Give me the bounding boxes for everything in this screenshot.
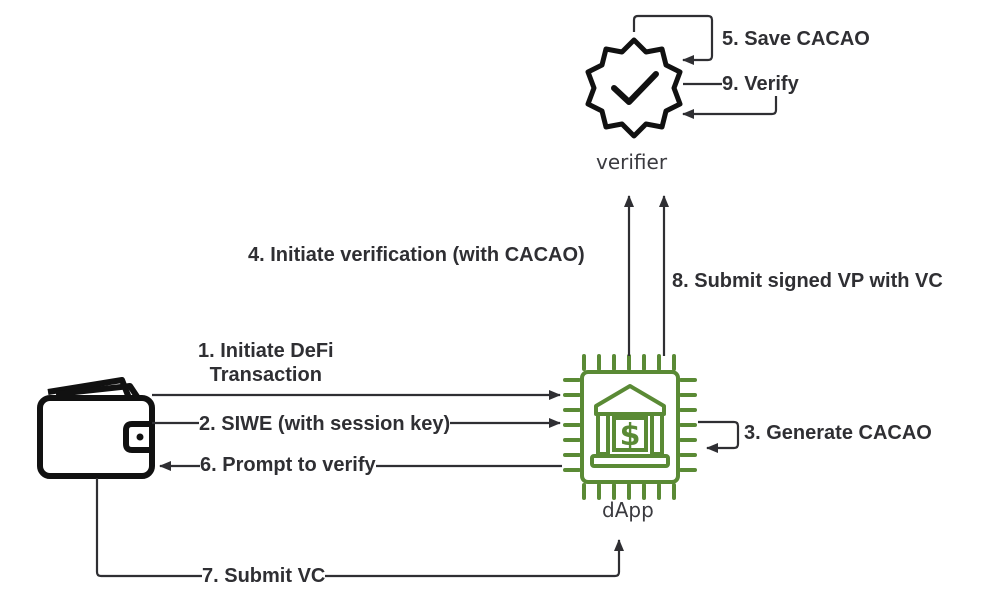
verifier-label: verifier <box>596 150 668 174</box>
edge-4-label: 4. Initiate verification (with CACAO) <box>248 243 585 267</box>
edge-1-label-line2: Transaction <box>209 364 322 386</box>
edge-7 <box>95 478 624 578</box>
edge-1-label: 1. Initiate DeFi Transaction <box>198 339 334 387</box>
edge-6-label: 6. Prompt to verify <box>200 453 376 477</box>
dapp-label: dApp <box>602 498 654 522</box>
edge-5-label: 5. Save CACAO <box>722 27 870 51</box>
edge-8-label: 8. Submit signed VP with VC <box>672 269 943 293</box>
edge-3 <box>698 420 740 453</box>
edge-1-label-line1: 1. Initiate DeFi <box>198 340 334 362</box>
edge-5 <box>632 14 714 65</box>
wallet-icon <box>37 377 155 479</box>
verified-badge-icon <box>585 37 683 139</box>
edge-9-label: 9. Verify <box>722 72 799 96</box>
edge-2-label: 2. SIWE (with session key) <box>199 412 451 436</box>
edge-3-label: 3. Generate CACAO <box>744 421 932 445</box>
svg-text:$: $ <box>620 418 641 453</box>
edge-7-label: 7. Submit VC <box>202 564 326 588</box>
bank-chip-icon: $ <box>563 354 697 500</box>
